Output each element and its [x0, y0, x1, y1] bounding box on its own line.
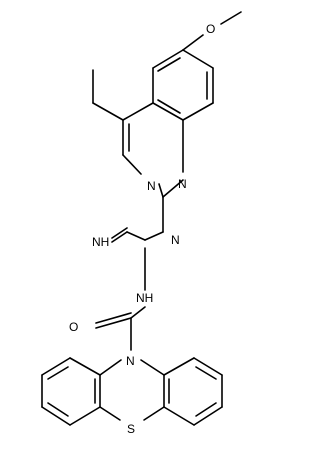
methoxy-oxygen-label: O — [206, 22, 215, 36]
imide-nh-label: NH — [136, 291, 153, 305]
structure-drawing: O N N N NH NH O N S — [41, 11, 242, 436]
phenothiazine-ring-system — [41, 357, 223, 426]
carbonyl-oxygen-label: O — [69, 320, 78, 334]
guanidine-linkage — [95, 196, 164, 351]
amino-nitrogen-label: N — [171, 233, 180, 247]
imine-nh-label: NH — [92, 235, 109, 249]
phenothiazine-nitrogen-label: N — [126, 354, 135, 368]
methoxy-group — [182, 11, 242, 51]
phenothiazine-sulfur-label: S — [127, 422, 135, 436]
quinazoline-pyrimidine-ring — [92, 69, 184, 198]
quinazoline-benzo-ring — [152, 49, 214, 121]
molecule-structure: O N N N NH NH O N S — [41, 11, 242, 436]
quinazoline-n1-label: N — [178, 177, 187, 191]
quinazoline-n3-label: N — [147, 179, 156, 193]
